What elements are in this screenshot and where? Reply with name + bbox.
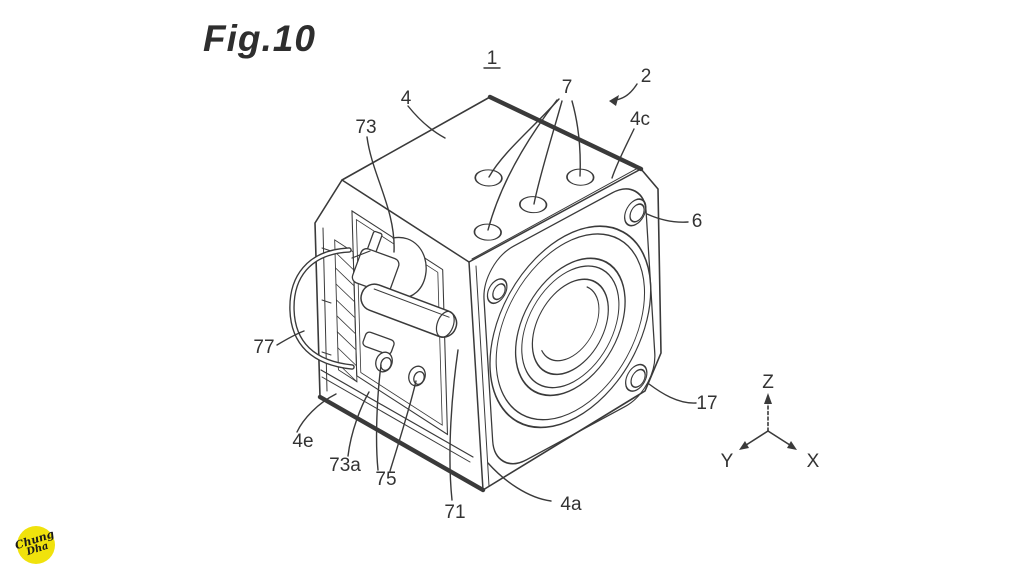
corner-boss-17 — [625, 363, 648, 392]
reference-labels: 1 2 7 4 4c 73 6 77 17 4e 73a 75 71 4a — [253, 48, 717, 523]
vent-ladder — [334, 239, 358, 383]
cover-plate-line2 — [321, 376, 471, 463]
ref-label-4a: 4a — [560, 494, 582, 515]
ref-label-7: 7 — [562, 77, 573, 98]
leader-17 — [648, 383, 697, 404]
ref-label-4c: 4c — [630, 109, 650, 130]
front-bevel-line — [471, 167, 639, 260]
screw-75b — [408, 365, 426, 387]
cover-plate-line — [320, 369, 474, 458]
handle-end-cap — [435, 310, 455, 338]
wire-loop-inner — [290, 248, 354, 369]
top-right-thick-edge — [487, 94, 644, 172]
axis-triad: Z Y X — [721, 372, 820, 472]
x-arrowhead — [787, 441, 797, 450]
bottom-left-thick-edge — [317, 394, 486, 493]
clamp-mechanism — [351, 230, 427, 299]
ref-label-6: 6 — [692, 211, 703, 232]
lens-assembly — [483, 188, 656, 465]
z-arrowhead — [764, 393, 772, 404]
figure-title: Fig.10 — [203, 18, 316, 59]
leader-7b — [533, 100, 563, 205]
ref-label-73: 73 — [355, 117, 376, 138]
ref-label-4e: 4e — [292, 431, 313, 452]
leader-77 — [276, 330, 305, 346]
leader-4 — [407, 105, 446, 139]
y-axis-label: Y — [721, 451, 734, 472]
lens-barrel-ring — [514, 257, 626, 397]
clamp-hook — [392, 236, 427, 299]
leader-71 — [449, 349, 459, 501]
handle-cylinder — [360, 283, 458, 338]
corner-boss-left — [486, 278, 508, 305]
lens-glass-arc — [541, 286, 600, 362]
lens-opening — [531, 278, 609, 376]
leader-6 — [646, 213, 689, 223]
left-front-edge — [468, 261, 484, 491]
ref-label-2: 2 — [641, 66, 652, 87]
top-face-holes — [473, 168, 595, 241]
top-hole — [519, 196, 548, 214]
lens-outer-ring-inner — [495, 233, 646, 421]
x-axis-line — [767, 430, 794, 448]
left-front-chamfer-line — [475, 265, 490, 487]
side-bracket — [362, 331, 395, 355]
leader-7c — [487, 99, 558, 231]
ref-label-4: 4 — [401, 88, 412, 109]
leader-4e — [296, 393, 337, 433]
clamp-lever-line — [351, 250, 371, 259]
ref-label-73a: 73a — [329, 455, 361, 476]
leader-4a — [487, 462, 552, 502]
top-hole — [473, 223, 502, 241]
leader-75a — [375, 364, 382, 471]
leader-73a — [347, 391, 370, 457]
leader-lines — [276, 83, 697, 502]
ref-label-1: 1 — [487, 48, 498, 69]
ref-label-75: 75 — [375, 469, 396, 490]
side-mechanism — [289, 210, 474, 463]
y-arrowhead — [739, 441, 749, 450]
top-front-edge — [468, 168, 642, 263]
ref-label-71: 71 — [444, 502, 465, 523]
top-left-edge — [341, 179, 470, 263]
leader-75b — [389, 380, 417, 472]
x-axis-label: X — [807, 451, 820, 472]
ref-label-77: 77 — [253, 337, 274, 358]
leader-7d — [571, 100, 581, 177]
chungdha-logo: Chung Dha — [13, 526, 56, 564]
leader-73 — [366, 136, 395, 253]
lens-outer-ring — [489, 225, 652, 429]
corner-boss-6 — [624, 198, 647, 227]
y-axis-line — [742, 430, 769, 448]
ref-label-17: 17 — [696, 393, 717, 414]
lens-barrel-ring-inner — [521, 265, 620, 389]
arrowhead-2 — [609, 95, 619, 106]
z-axis-label: Z — [762, 372, 774, 393]
top-hole — [474, 169, 503, 187]
top-hole — [566, 168, 595, 186]
leader-4c — [611, 128, 635, 179]
